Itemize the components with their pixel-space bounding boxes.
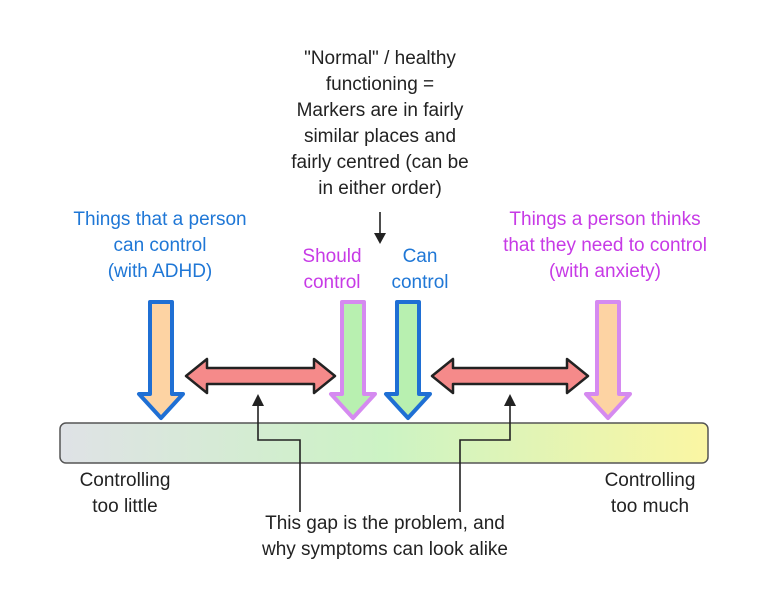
bottom-note: This gap is the problem, and why symptom… — [261, 513, 509, 560]
scale-left-label: Controlling too little — [79, 470, 171, 517]
anxiety-marker-label: Things a person thinks that they need to… — [503, 209, 707, 282]
top-note: "Normal" / healthy functioning = Markers… — [291, 48, 469, 199]
adhd-marker-arrow — [137, 300, 185, 420]
can-control-label: Can control — [391, 246, 449, 293]
should-control-marker-arrow — [329, 300, 377, 420]
gap-double-arrow-left — [184, 357, 337, 395]
top-note-pointer — [374, 212, 386, 244]
gap-pointer-left — [252, 394, 301, 512]
control-scale-bar — [59, 422, 709, 464]
should-control-label: Should control — [302, 246, 362, 293]
anxiety-marker-arrow — [584, 300, 632, 420]
gap-pointer-right — [459, 394, 516, 512]
gap-double-arrow-right — [430, 357, 590, 395]
adhd-marker-label: Things that a person can control (with A… — [73, 209, 247, 282]
scale-right-label: Controlling too much — [604, 470, 696, 517]
can-control-marker-arrow — [384, 300, 432, 420]
